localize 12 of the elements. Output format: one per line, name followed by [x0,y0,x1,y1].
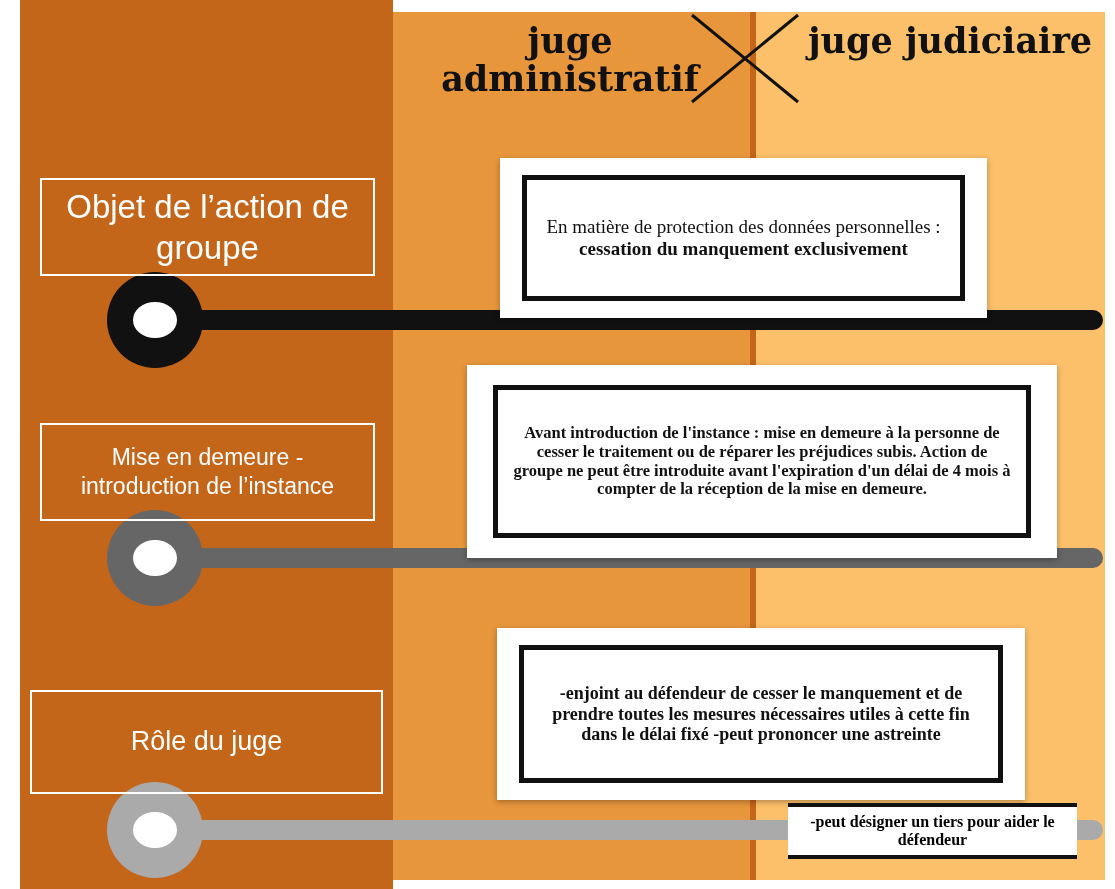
row-heading: Rôle du juge [30,690,383,794]
column-heading: juge administratif [440,22,702,98]
framed-text: -enjoint au défendeur de cesser le manquement et de prendre toutes les mesures nécessaires utiles à cette fin dans le délai fixé -peut prononcer une astreinte [519,645,1003,783]
text-panel [467,365,1057,558]
row-heading: Mise en demeure - introduction de l’instance [40,423,375,521]
text-panel [500,158,987,318]
text-panel [497,628,1025,800]
row-heading: Objet de l’action de groupe [40,178,375,276]
framed-text: Avant introduction de l'instance : mise en demeure à la personne de cesser le traitement ou de réparer les préjudices subis. Action de groupe ne peut être introduite avant l'expiration d'un délai de 4 mois à compter de la réception de la mise en demeure. [493,385,1031,538]
text-strip: -peut désigner un tiers pour aider le défendeur [788,803,1077,859]
framed-text: En matière de protection des données personnelles : cessation du manquement exclusivement [522,175,965,301]
column-heading: juge judiciaire [804,22,1094,60]
